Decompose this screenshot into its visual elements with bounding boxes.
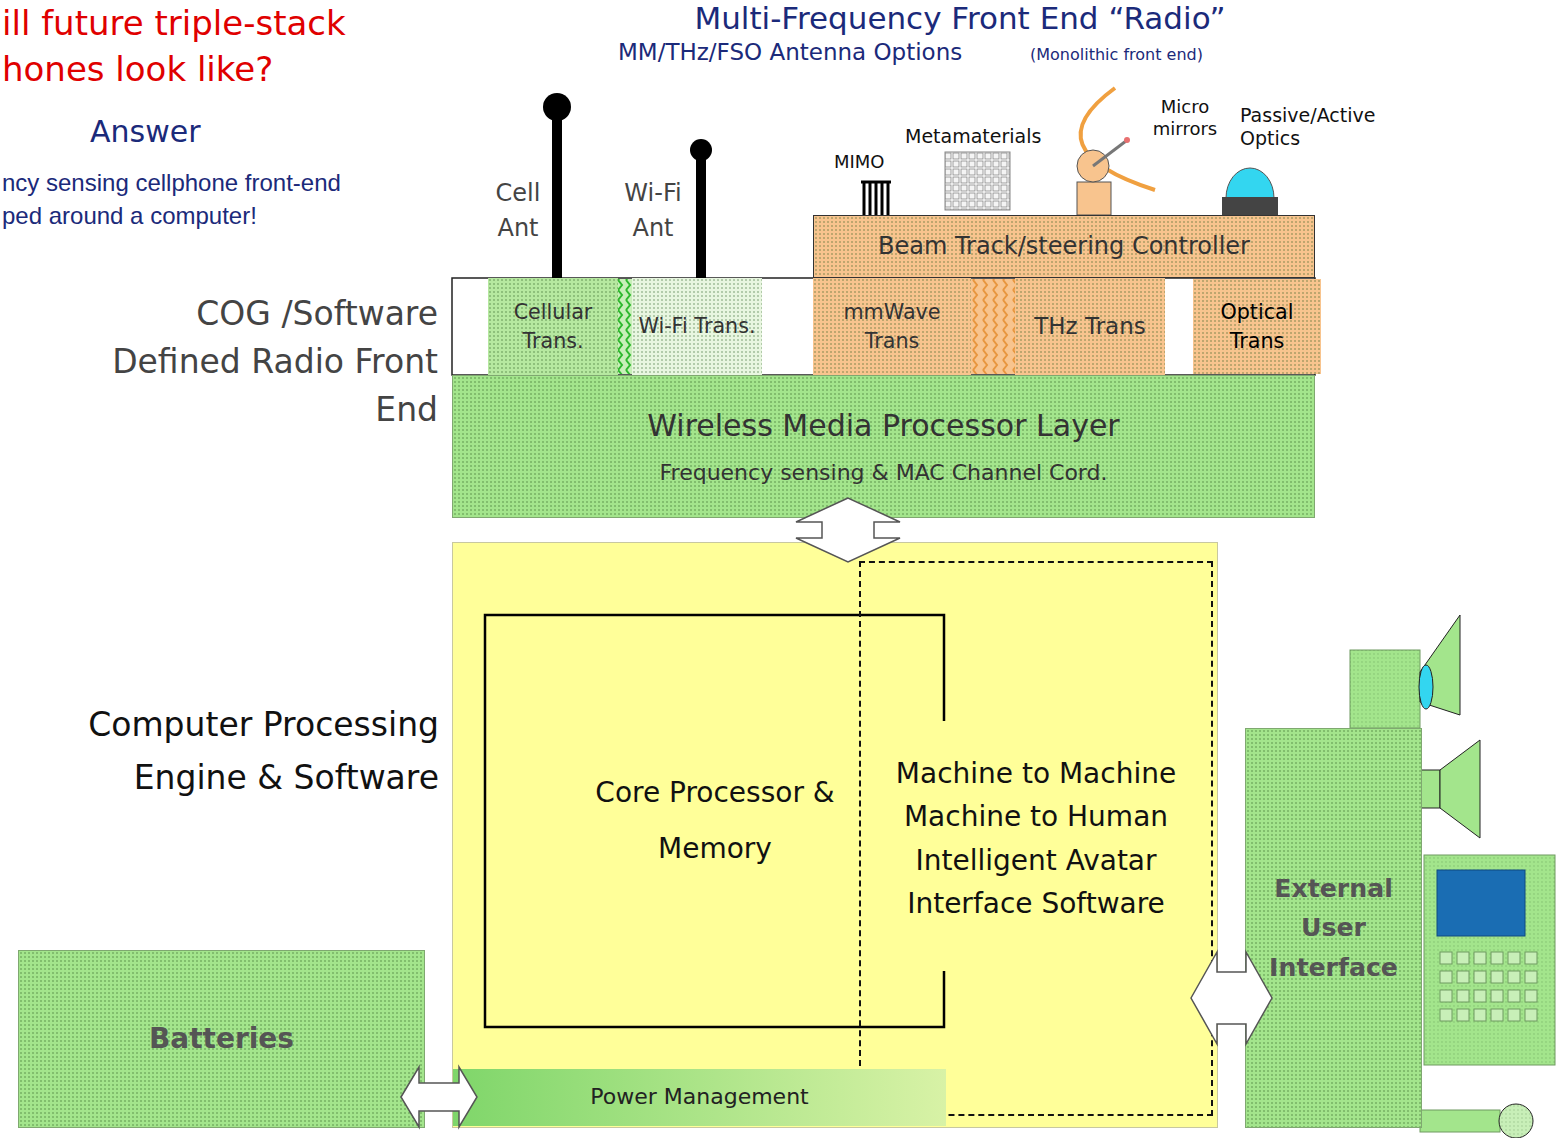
section-label: COG /Software Defined Radio Front End: [108, 290, 438, 434]
box-label: Batteries: [149, 1021, 294, 1057]
microphone-stem: [1420, 1110, 1500, 1132]
controller-box: Beam Track/steering Controller: [813, 215, 1315, 278]
transceiver-box: Optical Trans: [1193, 279, 1321, 374]
device-keypad: [1440, 952, 1537, 1021]
answer-heading: Answer: [90, 113, 201, 151]
page-heading: hones look like?: [2, 48, 273, 91]
user-interface-box: External User Interface: [1245, 728, 1422, 1128]
keypad-key: [1491, 990, 1503, 1002]
keypad-key: [1525, 971, 1537, 983]
keypad-key: [1474, 990, 1486, 1002]
keypad-key: [1508, 990, 1520, 1002]
keypad-key: [1508, 971, 1520, 983]
speaker-body: [1420, 770, 1440, 808]
block-arrow: [401, 1067, 477, 1127]
keypad-key: [1457, 952, 1469, 964]
antenna-tip: [543, 93, 571, 121]
transceiver-box: THz Trans: [1015, 278, 1165, 375]
device-screen: [1437, 870, 1525, 936]
box-label: Optical Trans: [1199, 298, 1315, 356]
speaker-cone: [1440, 740, 1480, 838]
keypad-key: [1491, 952, 1503, 964]
handheld-device: [1424, 855, 1555, 1065]
optics-dome: [1226, 168, 1274, 198]
keypad-key: [1440, 971, 1452, 983]
mirror-mount: [1077, 182, 1111, 215]
answer-text: ncy sensing cellphone front-end: [2, 168, 341, 198]
keypad-key: [1457, 1009, 1469, 1021]
camera-lens-cone: [1420, 615, 1460, 715]
antenna-tip: [690, 139, 712, 161]
keypad-key: [1457, 990, 1469, 1002]
processing-engine: Computer Processing Engine & SoftwareCor…: [452, 542, 1218, 1128]
box-label: External User Interface: [1251, 869, 1416, 986]
keypad-key: [1474, 971, 1486, 983]
box-label: Core Processor & Memory: [590, 765, 840, 877]
keypad-key: [1508, 1009, 1520, 1021]
keypad-key: [1474, 952, 1486, 964]
keypad-key: [1491, 1009, 1503, 1021]
microphone-grille: [1500, 1105, 1532, 1137]
microphone-head: [1499, 1104, 1533, 1138]
metamaterial-grid: [945, 152, 1010, 210]
optics-base: [1222, 197, 1278, 215]
subtitle-note: (Monolithic front end): [1030, 45, 1203, 65]
box-label: Wireless Media Processor Layer: [647, 406, 1119, 445]
keypad-key: [1525, 1009, 1537, 1021]
box-label: Cellular Trans.: [494, 298, 612, 356]
core-processor-box: Core Processor & Memory: [484, 614, 946, 1028]
front-end-strip: [452, 278, 1315, 375]
keypad-key: [1474, 1009, 1486, 1021]
keypad-key: [1525, 990, 1537, 1002]
mirror-rod-tip: [1124, 137, 1130, 143]
keypad-key: [1457, 971, 1469, 983]
interface-software-box: Machine to Machine Machine to Human Inte…: [859, 561, 1213, 1116]
box-label: Wi-Fi Trans.: [638, 312, 755, 341]
antenna-label: Micro mirrors: [1147, 96, 1223, 139]
device-texture: [1424, 855, 1555, 1065]
antenna-label: Wi-Fi Ant: [610, 176, 696, 246]
antenna-label: Passive/Active Optics: [1240, 104, 1410, 150]
band-separator: [965, 279, 1015, 374]
mimo-antenna: [861, 182, 891, 215]
core-outline-path: [485, 615, 944, 1027]
keypad-key: [1440, 990, 1452, 1002]
transceiver-box: Cellular Trans.: [488, 278, 618, 375]
box-label: Beam Track/steering Controller: [878, 231, 1250, 262]
camera-lens: [1419, 665, 1433, 709]
camera-texture: [1350, 650, 1420, 728]
box-label: mmWave Trans: [819, 298, 965, 356]
processor-layer: Wireless Media Processor LayerFrequency …: [452, 375, 1315, 518]
transceiver-box: mmWave Trans: [813, 278, 971, 375]
mirror-rod: [1093, 141, 1126, 166]
keypad-key: [1525, 952, 1537, 964]
keypad-key: [1491, 971, 1503, 983]
keypad-key: [1440, 1009, 1452, 1021]
antenna-label: Metamaterials: [905, 125, 1041, 149]
power-management-box: Power Management: [453, 1069, 946, 1126]
transceiver-box: Wi-Fi Trans.: [632, 278, 762, 375]
core-outline: [484, 614, 946, 1028]
subtitle: MM/THz/FSO Antenna Options: [618, 38, 962, 67]
page-heading: ill future triple-stack: [2, 2, 346, 45]
battery-box: Batteries: [18, 950, 425, 1128]
antenna-mast: [552, 107, 562, 278]
band-separator: [965, 279, 1015, 374]
keypad-key: [1508, 952, 1520, 964]
box-label: Machine to Machine Machine to Human Inte…: [871, 752, 1201, 926]
antenna-label: MIMO: [834, 151, 885, 174]
answer-text: ped around a computer!: [2, 201, 257, 231]
block-arrow: [1191, 952, 1272, 1044]
section-heading: Computer Processing Engine & Software: [69, 699, 439, 805]
box-sublabel: Frequency sensing & MAC Channel Cord.: [660, 459, 1108, 488]
box-label: Power Management: [590, 1083, 808, 1112]
camera-body: [1350, 650, 1420, 728]
antenna-mast: [696, 150, 706, 278]
diagram-title: Multi-Frequency Front End “Radio”: [560, 0, 1360, 36]
block-arrow: [796, 498, 900, 562]
antenna-label: Cell Ant: [478, 176, 558, 246]
keypad-key: [1440, 952, 1452, 964]
box-label: THz Trans: [1034, 310, 1146, 342]
